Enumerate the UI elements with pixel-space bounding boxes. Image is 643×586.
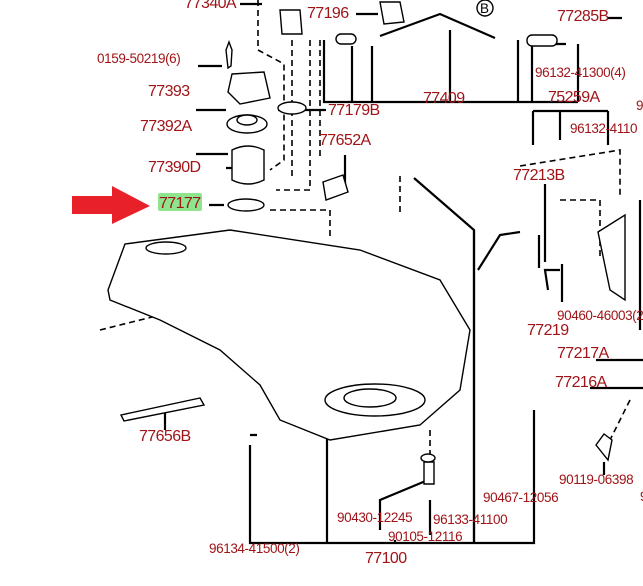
label-90105-12116[interactable]: 90105-12116 [388, 529, 463, 544]
part-shapes: B [107, 0, 642, 485]
label-9-cut[interactable]: 9 [636, 98, 643, 113]
label-77219[interactable]: 77219 [527, 322, 570, 339]
label-77100[interactable]: 77100 [365, 550, 408, 567]
highlight-77177 [158, 193, 202, 211]
label-90467-12056[interactable]: 90467-12056 [483, 490, 559, 505]
pad-77656b [119, 397, 206, 422]
label-77196[interactable]: 77196 [307, 5, 350, 22]
label-77390d[interactable]: 77390D [148, 159, 201, 176]
label-9-cut-2[interactable]: 9 [640, 489, 643, 504]
label-90119-06398[interactable]: 90119-06398 [559, 472, 634, 487]
label-77217a[interactable]: 77217A [557, 345, 610, 362]
label-77177[interactable]: 77177 [159, 195, 202, 212]
label-90159-50219[interactable]: 0159-50219(6) [97, 51, 181, 66]
label-77213b[interactable]: 77213B [513, 167, 565, 184]
label-96132-4110[interactable]: 96132-4110 [570, 121, 637, 136]
part-labels: 77340A 77196 77285B 0159-50219(6) 77393 … [97, 0, 643, 567]
label-77216a[interactable]: 77216A [555, 374, 608, 391]
label-90430-12245[interactable]: 90430-12245 [337, 510, 413, 525]
callout-b-letter: B [480, 1, 489, 16]
label-77409[interactable]: 77409 [423, 90, 466, 107]
label-90460-46003[interactable]: 90460-46003(2 [557, 308, 643, 323]
label-77340a[interactable]: 77340A [184, 0, 237, 12]
label-77652a[interactable]: 77652A [319, 132, 372, 149]
label-77179b[interactable]: 77179B [328, 102, 380, 119]
label-77285b[interactable]: 77285B [557, 8, 609, 25]
label-96133-41100[interactable]: 96133-41100 [433, 512, 508, 527]
label-96132-41300[interactable]: 96132-41300(4) [535, 65, 626, 80]
label-77392a[interactable]: 77392A [140, 118, 193, 135]
label-75259a[interactable]: 75259A [548, 89, 601, 106]
pointer-arrow [72, 186, 150, 224]
callout-b-circle [476, 0, 494, 17]
label-96134-41500[interactable]: 96134-41500(2) [209, 541, 300, 556]
label-77656b[interactable]: 77656B [139, 428, 191, 445]
label-77393[interactable]: 77393 [148, 83, 191, 100]
